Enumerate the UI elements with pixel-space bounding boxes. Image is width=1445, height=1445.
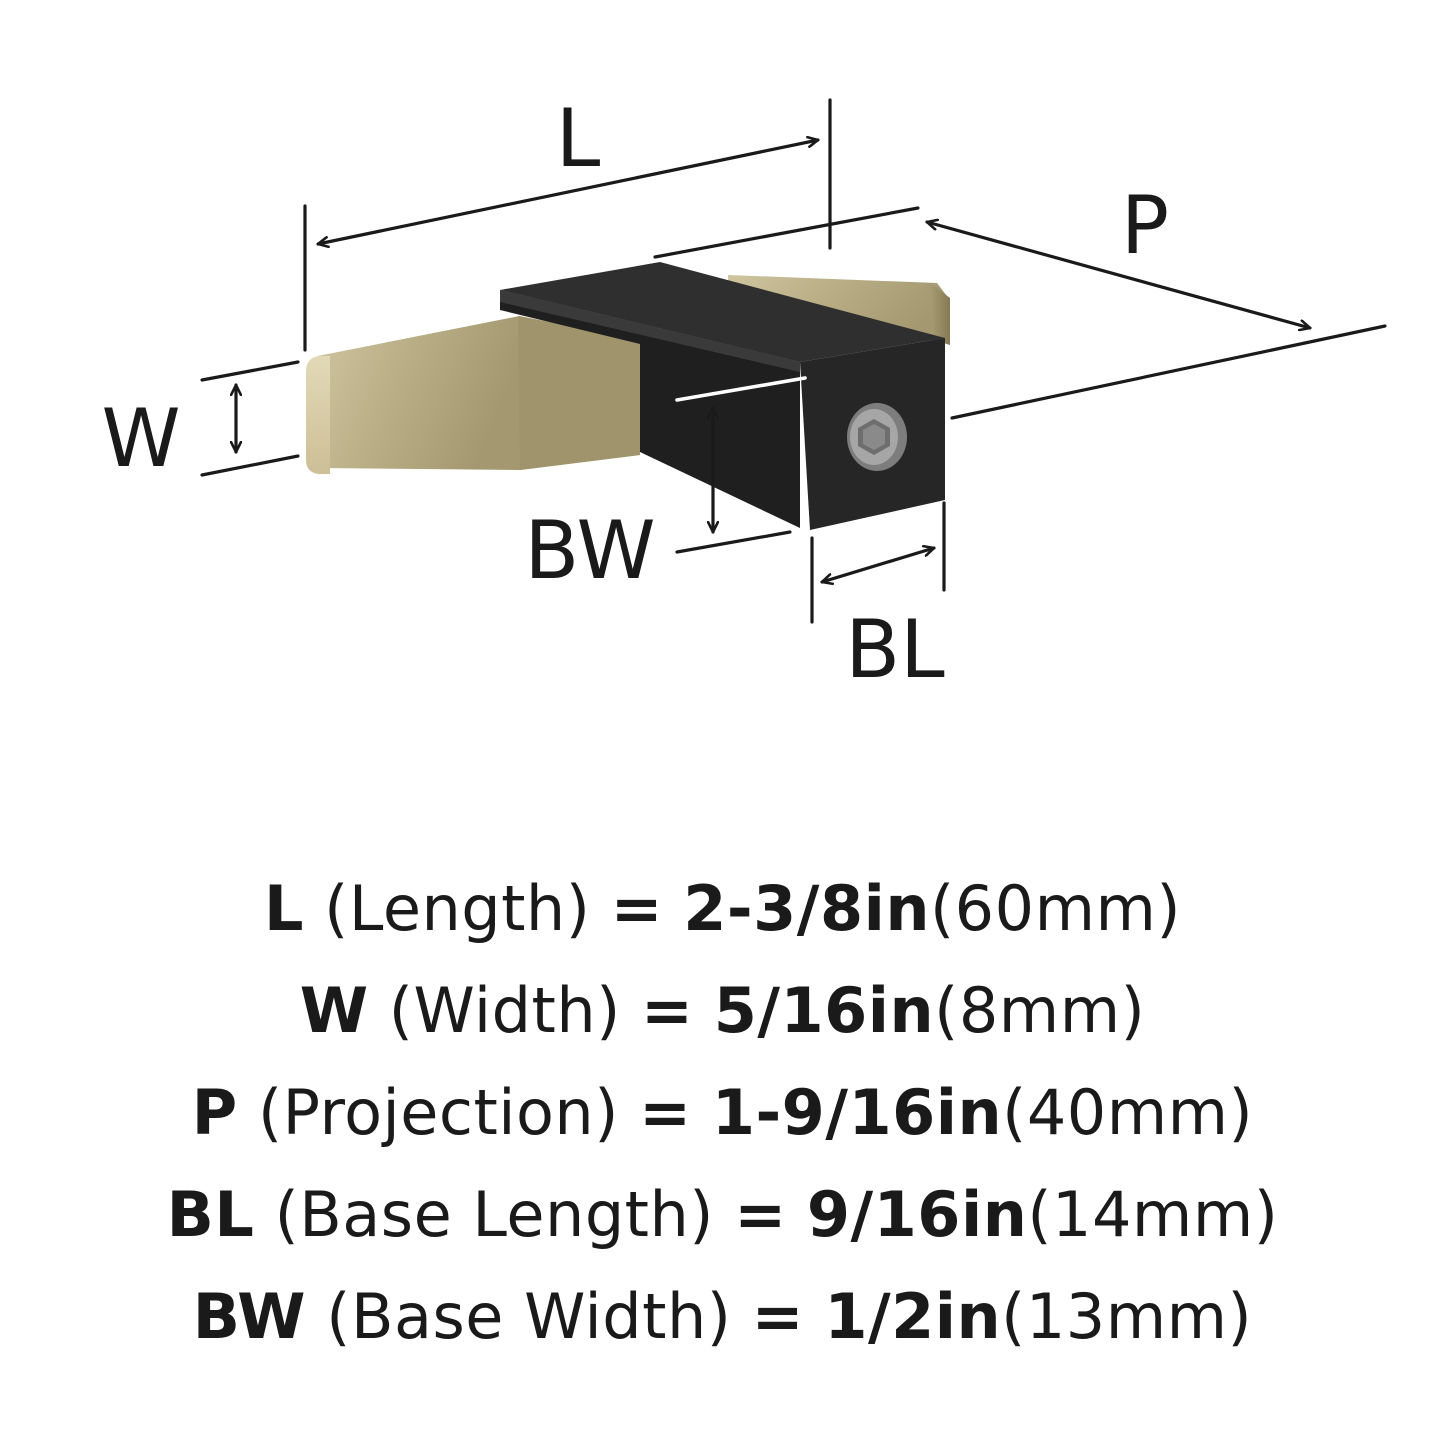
spec-equals: =: [751, 1280, 805, 1353]
spec-row-base-width: BW (Base Width) = 1/2in(13mm): [0, 1266, 1445, 1368]
spec-imperial: 1/2in: [824, 1280, 1002, 1353]
w-extension-bottom: [200, 454, 300, 477]
bw-extension-top: [675, 376, 807, 402]
spec-name: (Length): [324, 872, 591, 945]
spec-imperial: 1-9/16in: [711, 1076, 1003, 1149]
dimension-diagram: L P W BW BL: [101, 92, 1387, 696]
spec-equals: =: [734, 1178, 787, 1251]
spec-name: (Width): [388, 974, 621, 1047]
dim-label-w: W: [101, 392, 180, 485]
p-dimension-line: [925, 222, 1312, 328]
spec-name: (Base Length): [274, 1178, 714, 1251]
spec-name: (Projection): [257, 1076, 619, 1149]
spec-imperial: 2-3/8in: [683, 872, 930, 945]
hex-socket-screw-icon: [847, 403, 907, 471]
spec-metric: (13mm): [1001, 1280, 1253, 1353]
dimension-lines: [200, 98, 1387, 624]
spec-code: W: [299, 974, 369, 1047]
spec-imperial: 9/16in: [806, 1178, 1028, 1251]
spec-metric: (8mm): [934, 974, 1146, 1047]
spec-row-base-length: BL (Base Length) = 9/16in(14mm): [0, 1164, 1445, 1266]
spec-imperial: 5/16in: [713, 974, 935, 1047]
spec-metric: (40mm): [1002, 1076, 1254, 1149]
bw-extension-bottom: [675, 530, 792, 554]
p-extension-bottom: [950, 324, 1387, 420]
spec-code: P: [191, 1076, 238, 1149]
spec-row-length: L (Length) = 2-3/8in(60mm): [0, 858, 1445, 960]
spec-code: BL: [166, 1178, 255, 1251]
spec-equals: =: [641, 974, 694, 1047]
bl-dimension-line: [820, 548, 936, 582]
dim-label-l: L: [556, 92, 601, 185]
dim-label-bw: BW: [524, 504, 655, 597]
spec-code: BW: [192, 1280, 307, 1353]
dim-label-p: P: [1121, 179, 1169, 272]
specification-list: L (Length) = 2-3/8in(60mm) W (Width) = 5…: [0, 858, 1445, 1368]
spec-name: (Base Width): [326, 1280, 732, 1353]
dim-label-bl: BL: [845, 603, 945, 696]
w-extension-top: [200, 360, 300, 382]
spec-row-projection: P (Projection) = 1-9/16in(40mm): [0, 1062, 1445, 1164]
spec-equals: =: [610, 872, 664, 945]
spec-row-width: W (Width) = 5/16in(8mm): [0, 960, 1445, 1062]
p-extension-top: [653, 206, 920, 259]
spec-metric: (14mm): [1027, 1178, 1279, 1251]
spec-equals: =: [639, 1076, 692, 1149]
spec-metric: (60mm): [929, 872, 1182, 945]
spec-code: L: [263, 872, 304, 945]
l-dimension-line: [316, 140, 820, 244]
pull-bar-front: [306, 316, 640, 474]
